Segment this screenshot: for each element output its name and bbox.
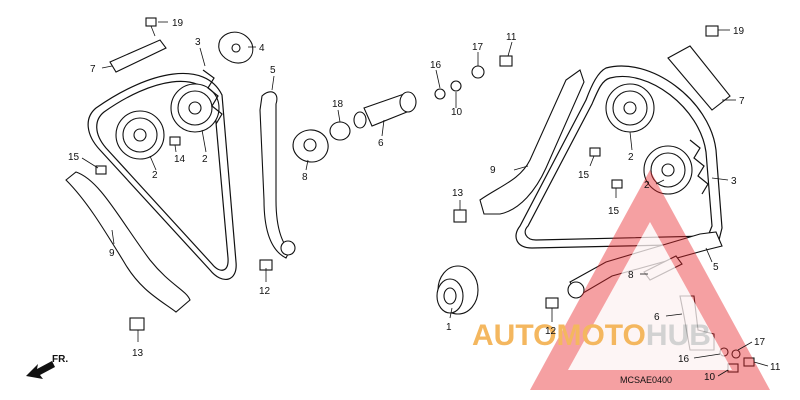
left-bolt-15 — [95, 165, 107, 175]
callout-c11a: 11 — [506, 32, 517, 43]
callout-c16a: 16 — [430, 60, 442, 71]
right-upper-chain-guide — [667, 45, 731, 111]
callout-c14: 14 — [174, 154, 186, 165]
right-bolt-15b — [611, 179, 623, 189]
callout-c15a: 15 — [68, 152, 80, 163]
callout-c3a: 3 — [195, 37, 201, 48]
center-seal-16 — [434, 88, 446, 100]
callout-c12a: 12 — [259, 286, 271, 297]
crankshaft-sprocket — [436, 265, 479, 315]
callout-c2a: 2 — [152, 170, 158, 181]
callout-c8a: 8 — [302, 172, 308, 183]
callout-c2d: 2 — [644, 180, 650, 191]
left-fixed-chain-guide — [65, 171, 191, 313]
callout-c10a: 10 — [451, 107, 463, 118]
left-chain-links — [202, 69, 223, 125]
right-washer-17 — [731, 349, 741, 359]
left-bolt-14 — [169, 136, 181, 146]
callout-c19a: 19 — [172, 18, 184, 29]
left-bolt-19 — [145, 17, 157, 37]
left-cam-chain — [87, 73, 237, 280]
left-cam-chain-assembly — [65, 17, 296, 331]
right-chain-links — [689, 139, 709, 195]
callout-c4: 4 — [259, 43, 265, 54]
callout-c1: 1 — [446, 322, 452, 333]
right-bolt-19 — [705, 25, 719, 37]
callout-c12b: 12 — [545, 326, 557, 337]
center-bolt-11 — [499, 55, 513, 67]
right-bolt-12 — [545, 297, 559, 309]
center-washer-17 — [471, 65, 485, 79]
callout-c19b: 19 — [733, 26, 745, 37]
callout-c16b: 16 — [678, 354, 690, 365]
left-cam-chain-inner — [96, 80, 229, 271]
right-cam-chain-inner — [524, 75, 713, 241]
left-upper-chain-guide — [109, 39, 167, 73]
front-direction-indicator: FR. — [26, 354, 68, 379]
diagram-code: MCSAE0400 — [620, 375, 672, 385]
callout-c10b: 10 — [704, 372, 716, 383]
right-cam-sprocket-lower — [643, 145, 693, 195]
left-tensioner-arm — [259, 91, 291, 259]
right-bolt-15a — [589, 147, 601, 157]
callout-c15b: 15 — [578, 170, 590, 181]
callout-c17a: 17 — [472, 42, 484, 53]
left-cam-sprocket-upper — [170, 83, 220, 133]
callouts: 19 7 3 4 5 18 16 17 11 10 19 7 15 14 2 2… — [68, 18, 781, 383]
callout-c6a: 6 — [378, 138, 384, 149]
callout-c3b: 3 — [731, 176, 737, 187]
right-cam-sprocket-upper — [605, 83, 655, 133]
right-fixed-chain-guide — [479, 69, 585, 215]
callout-c8b: 8 — [628, 270, 634, 281]
direction-label: FR. — [52, 354, 68, 365]
center-parts — [292, 55, 513, 315]
callout-c7a: 7 — [90, 64, 96, 75]
center-washer-18 — [329, 121, 351, 141]
callout-c9b: 9 — [490, 165, 496, 176]
callout-c17b: 17 — [754, 337, 766, 348]
callout-c13b: 13 — [452, 188, 464, 199]
callout-c5a: 5 — [270, 65, 276, 76]
watermark-text: AUTOMOTOHUB — [472, 319, 711, 352]
right-bolt-13 — [453, 209, 467, 223]
callout-c11b: 11 — [770, 362, 781, 373]
callout-c2c: 2 — [628, 152, 634, 163]
callout-c18: 18 — [332, 99, 344, 110]
right-cam-chain — [515, 65, 723, 249]
front-arrow-icon — [26, 361, 55, 379]
callout-c15c: 15 — [608, 206, 620, 217]
callout-c5b: 5 — [713, 262, 719, 273]
left-bolt-13 — [129, 317, 145, 331]
callout-c9a: 9 — [109, 248, 115, 259]
callout-c7b: 7 — [739, 96, 745, 107]
callout-c6b: 6 — [654, 312, 660, 323]
callout-c2b: 2 — [202, 154, 208, 165]
callout-c13a: 13 — [132, 348, 144, 359]
left-cam-sprocket-lower — [115, 110, 165, 160]
center-washer-10 — [450, 80, 462, 92]
watermark: AUTOMOTOHUB — [472, 170, 770, 390]
